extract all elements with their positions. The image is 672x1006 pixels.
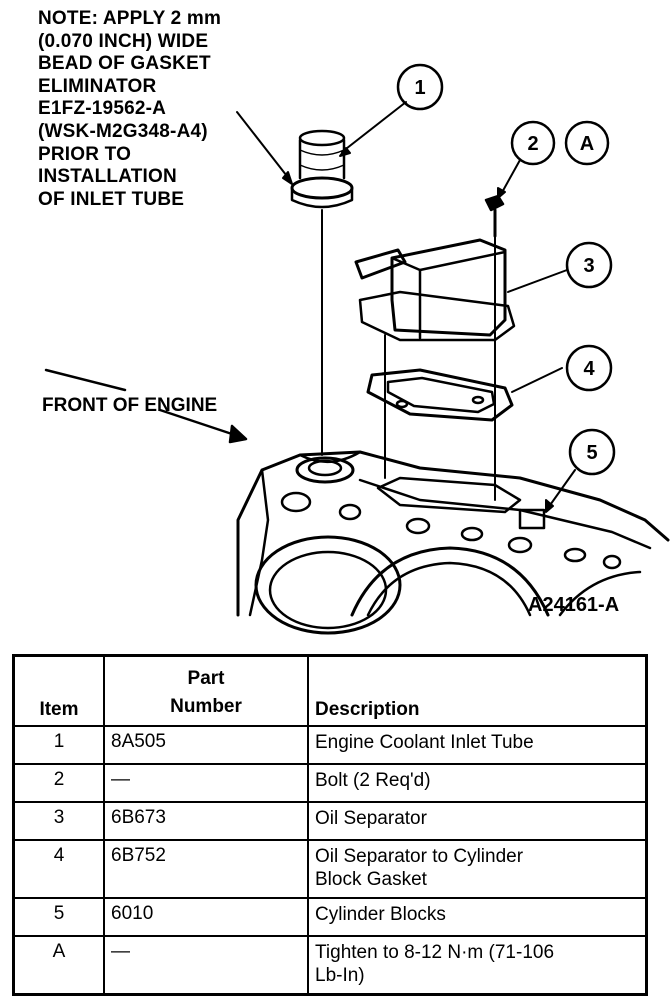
row-part-number: 8A505 (103, 725, 309, 765)
front-of-engine-arrow (44, 368, 248, 444)
row-description: Engine Coolant Inlet Tube (307, 725, 648, 765)
front-of-engine-label: FRONT OF ENGINE (42, 395, 218, 416)
callout-3: 3 (565, 241, 613, 289)
row-description: Cylinder Blocks (307, 897, 648, 937)
note-line: ELIMINATOR (38, 75, 157, 97)
row-description: Bolt (2 Req'd) (307, 763, 648, 803)
gasket-drawing (366, 368, 514, 422)
row-description-line: Oil Separator to Cylinder (315, 846, 524, 867)
row-description: Oil Separator (307, 801, 648, 841)
oil-separator-drawing (354, 238, 516, 479)
callout-4-label: 4 (583, 358, 595, 380)
note-line: PRIOR TO (38, 143, 132, 165)
header-part-line1: Part (187, 668, 225, 689)
table-row: 2 — Bolt (2 Req'd) (12, 763, 648, 803)
table-row: A — Tighten to 8-12 N·m (71-106 Lb-In) (12, 935, 648, 996)
table-row: 5 6010 Cylinder Blocks (12, 897, 648, 937)
table-row: 3 6B673 Oil Separator (12, 801, 648, 841)
leader-lines (236, 101, 576, 513)
callout-1-label: 1 (414, 77, 425, 99)
note-line: OF INLET TUBE (38, 188, 185, 210)
callout-4: 4 (565, 344, 613, 392)
row-description-line: Tighten to 8-12 N·m (71-106 (315, 942, 555, 963)
note-line: E1FZ-19562-A (38, 98, 167, 120)
row-description: Oil Separator to Cylinder Block Gasket (307, 839, 648, 899)
callout-1: 1 (396, 63, 444, 111)
note-line: INSTALLATION (38, 166, 177, 188)
callout-a: A (564, 120, 610, 166)
exploded-view-diagram: 1 2 A 3 4 5 (44, 63, 670, 635)
note-line: (0.070 INCH) WIDE (38, 30, 209, 52)
row-item: A (12, 935, 105, 996)
callout-5-label: 5 (586, 442, 597, 464)
note-line: BEAD OF GASKET (38, 53, 211, 75)
figure-reference-code: A24161-A (528, 594, 620, 616)
row-part-number: — (103, 763, 309, 803)
row-item: 1 (12, 725, 105, 765)
inlet-tube-drawing (290, 129, 354, 456)
bolt-drawing (484, 194, 505, 501)
row-description-line: Lb-In) (315, 965, 365, 986)
callout-2-label: 2 (527, 133, 538, 155)
row-description-line: Oil Separator (315, 808, 427, 829)
header-part-number: Part Number (103, 654, 309, 727)
row-item: 2 (12, 763, 105, 803)
header-item: Item (12, 654, 105, 727)
row-part-number: 6B752 (103, 839, 309, 899)
row-description: Tighten to 8-12 N·m (71-106 Lb-In) (307, 935, 648, 996)
row-description-line: Cylinder Blocks (315, 904, 446, 925)
cylinder-block-drawing (236, 450, 670, 635)
callout-5: 5 (568, 428, 616, 476)
note-line: (WSK-M2G348-A4) (38, 120, 208, 142)
row-part-number: 6B673 (103, 801, 309, 841)
row-description-line: Block Gasket (315, 869, 427, 890)
installation-note: NOTE: APPLY 2 mm (0.070 INCH) WIDE BEAD … (38, 8, 298, 211)
header-part-line2: Number (170, 696, 242, 717)
row-part-number: 6010 (103, 897, 309, 937)
row-item: 3 (12, 801, 105, 841)
callout-3-label: 3 (583, 255, 594, 277)
parts-table: Item Part Number Description 1 8A505 Eng… (12, 654, 648, 996)
table-header-row: Item Part Number Description (12, 654, 648, 727)
row-description-line: Bolt (2 Req'd) (315, 770, 431, 791)
callout-a-label: A (580, 133, 594, 155)
row-item: 5 (12, 897, 105, 937)
row-item: 4 (12, 839, 105, 899)
table-row: 4 6B752 Oil Separator to Cylinder Block … (12, 839, 648, 899)
header-description: Description (307, 654, 648, 727)
row-part-number: — (103, 935, 309, 996)
row-description-line: Engine Coolant Inlet Tube (315, 732, 534, 753)
table-row: 1 8A505 Engine Coolant Inlet Tube (12, 725, 648, 765)
callout-2: 2 (510, 120, 556, 166)
note-line: NOTE: APPLY 2 mm (38, 8, 222, 29)
